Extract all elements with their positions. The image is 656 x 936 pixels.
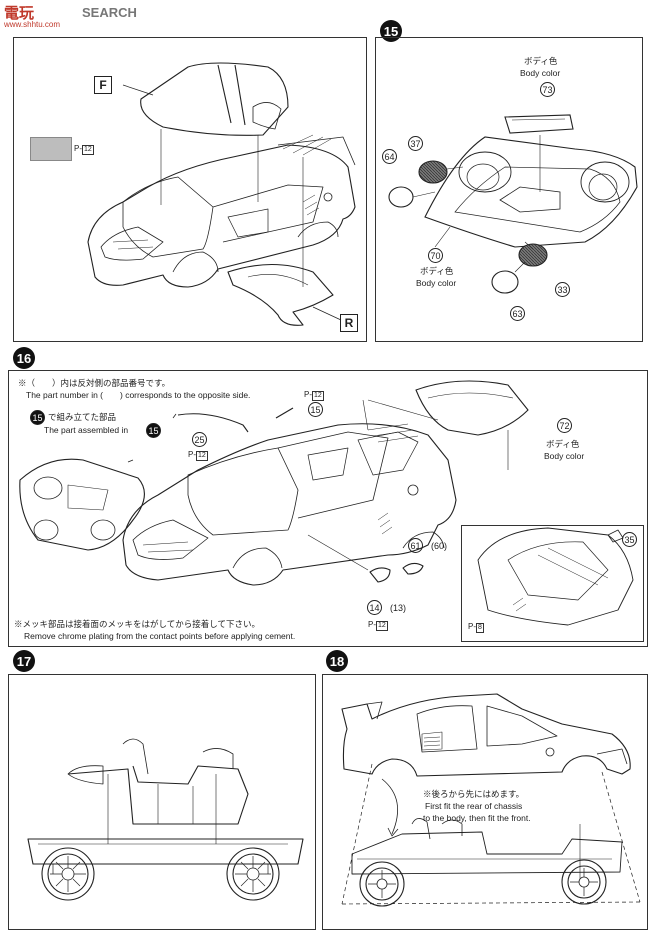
step-17-badge: 17	[13, 650, 35, 672]
step15-body-color-en: Body color	[416, 278, 457, 288]
step16-body-color-jp: ボディ色	[546, 439, 580, 449]
step16-note-opposite-jp: ※（ ）内は反対側の部品番号です。	[18, 378, 171, 388]
part-64: 64	[382, 149, 397, 164]
watermark-url: www.shhtu.com	[4, 20, 61, 29]
paint-ref: P-12	[74, 144, 94, 155]
step16-assembled-ref-badge-2: 15	[146, 423, 161, 438]
part-14: 14	[367, 600, 382, 615]
panel-step-16	[8, 370, 648, 647]
step15-body-color-jp: ボディ色	[420, 266, 454, 276]
watermark-brand: SEARCH	[82, 5, 137, 20]
paint-swatch	[30, 137, 72, 161]
step16-body-color-en: Body color	[544, 451, 585, 461]
panel-step-body-assembly	[13, 37, 367, 342]
step18-note-en-1: First fit the rear of chassis	[425, 801, 523, 811]
label-rear: R	[340, 314, 358, 332]
step16-inset-box	[461, 525, 644, 642]
step16-note-chrome-jp: ※メッキ部品は接着面のメッキをはがしてから接着して下さい。	[14, 619, 260, 629]
part-33: 33	[555, 282, 570, 297]
part-60: (60)	[428, 538, 450, 553]
step-16-badge: 16	[13, 347, 35, 369]
step18-note-jp: ※後ろから先にはめます。	[423, 789, 525, 799]
ref-p12-a: P-12	[304, 390, 324, 401]
part-35: 35	[622, 532, 637, 547]
step15-body-color-en-top: Body color	[520, 68, 561, 78]
part-63: 63	[510, 306, 525, 321]
step17-chassis-diagram	[8, 674, 316, 930]
part-73: 73	[540, 82, 555, 97]
panel-step-15	[375, 37, 643, 342]
step16-assembled-jp: で組み立てた部品	[48, 412, 117, 422]
step16-note-opposite-en: The part number in ( ) corresponds to th…	[26, 390, 251, 400]
headlight-assembly-diagram	[375, 37, 643, 342]
label-front: F	[94, 76, 112, 94]
step16-note-chrome-en: Remove chrome plating from the contact p…	[24, 631, 296, 641]
part-70: 70	[428, 248, 443, 263]
step18-final-assembly-diagram	[322, 674, 648, 930]
step15-body-color-jp-top: ボディ色	[524, 56, 558, 66]
panel-step-18	[322, 674, 648, 930]
part-15: 15	[308, 402, 323, 417]
ref-p12-c: P-12	[368, 620, 388, 631]
ref-p8: P-8	[468, 622, 484, 633]
part-37: 37	[408, 136, 423, 151]
step18-note-en-2: to the body, then fit the front.	[423, 813, 531, 823]
part-13: (13)	[387, 600, 409, 615]
step16-assembled-ref-badge: 15	[30, 410, 45, 425]
car-body-diagram	[13, 37, 367, 342]
step-18-badge: 18	[326, 650, 348, 672]
watermark-logo: 電玩	[4, 5, 35, 22]
part-72: 72	[557, 418, 572, 433]
panel-step-17	[8, 674, 316, 930]
step16-assembled-en: The part assembled in	[44, 425, 129, 435]
ref-p12-b: P-12	[188, 450, 208, 461]
step-15-badge: 15	[380, 20, 402, 42]
part-25: 25	[192, 432, 207, 447]
step16-car-diagram	[8, 370, 648, 647]
